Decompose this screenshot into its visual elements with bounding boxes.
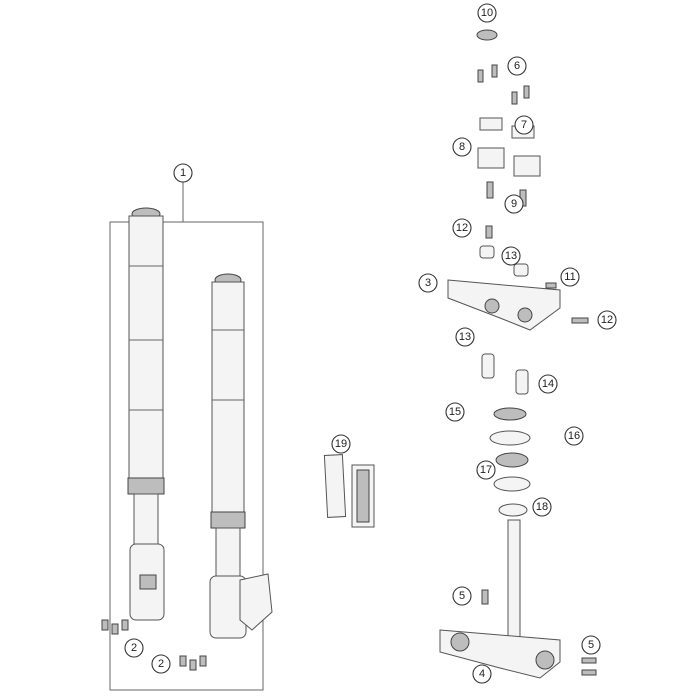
- callout-label: 5: [588, 639, 594, 651]
- callout-18: 18: [532, 497, 552, 517]
- callout-circle: [560, 267, 580, 287]
- callout-13: 13: [455, 327, 475, 347]
- callout-circle: [538, 374, 558, 394]
- callout-circle: [452, 137, 472, 157]
- callout-label: 9: [511, 198, 517, 210]
- callout-circle: [151, 654, 171, 674]
- callout-5: 5: [452, 586, 472, 606]
- callout-label: 11: [564, 271, 575, 283]
- callout-circle: [532, 497, 552, 517]
- callout-label: 2: [131, 642, 137, 654]
- bolts-2: [101, 619, 207, 671]
- callout-circle: [445, 402, 465, 422]
- callout-12: 12: [452, 218, 472, 238]
- callout-10: 10: [477, 3, 497, 23]
- callout-label: 5: [459, 590, 465, 602]
- right-fork-leg: [209, 273, 273, 639]
- callout-19: 19: [331, 434, 351, 454]
- callout-label: 2: [158, 658, 164, 670]
- callout-label: 7: [521, 119, 527, 131]
- callout-label: 13: [505, 250, 517, 262]
- callout-label: 14: [542, 378, 554, 390]
- callout-circle: [331, 434, 351, 454]
- callout-label: 18: [536, 501, 548, 513]
- callout-circle: [501, 246, 521, 266]
- callout-circle: [173, 163, 193, 183]
- callout-2: 2: [124, 638, 144, 658]
- left-fork-leg: [127, 207, 165, 621]
- callout-13: 13: [501, 246, 521, 266]
- callout-14: 14: [538, 374, 558, 394]
- callout-circle: [564, 426, 584, 446]
- callout-circle: [452, 218, 472, 238]
- callout-circle: [124, 638, 144, 658]
- callout-8: 8: [452, 137, 472, 157]
- callout-circle: [581, 635, 601, 655]
- callout-3: 3: [418, 273, 438, 293]
- callout-label: 12: [456, 222, 468, 234]
- callout-label: 15: [449, 406, 461, 418]
- callout-circle: [476, 460, 496, 480]
- callout-15: 15: [445, 402, 465, 422]
- callout-circle: [507, 56, 527, 76]
- callout-11: 11: [560, 267, 580, 287]
- callout-label: 10: [481, 7, 493, 19]
- callout-label: 17: [480, 464, 492, 476]
- callout-16: 16: [564, 426, 584, 446]
- callout-label: 1: [180, 167, 186, 179]
- callout-label: 12: [601, 314, 613, 326]
- callout-label: 3: [425, 277, 431, 289]
- callout-circle: [597, 310, 617, 330]
- callout-label: 6: [514, 60, 520, 72]
- callout-label: 4: [479, 668, 485, 680]
- callout-label: 16: [568, 430, 580, 442]
- callout-circle: [472, 664, 492, 684]
- callout-4: 4: [472, 664, 492, 684]
- callout-9: 9: [504, 194, 524, 214]
- callout-7: 7: [514, 115, 534, 135]
- callout-circle: [504, 194, 524, 214]
- steering-parts: [439, 29, 597, 679]
- callout-label: 8: [459, 141, 465, 153]
- callout-12: 12: [597, 310, 617, 330]
- callout-6: 6: [507, 56, 527, 76]
- callout-circle: [514, 115, 534, 135]
- fork-assembly-frame: [109, 221, 264, 691]
- callout-circle: [418, 273, 438, 293]
- callout-circle: [455, 327, 475, 347]
- guard-pads-19: [323, 454, 375, 528]
- callout-circle: [452, 586, 472, 606]
- callout-label: 13: [459, 331, 471, 343]
- callout-2: 2: [151, 654, 171, 674]
- callout-17: 17: [476, 460, 496, 480]
- callout-5: 5: [581, 635, 601, 655]
- callout-label: 19: [335, 438, 347, 450]
- callout-1: 1: [173, 163, 193, 183]
- callout-circle: [477, 3, 497, 23]
